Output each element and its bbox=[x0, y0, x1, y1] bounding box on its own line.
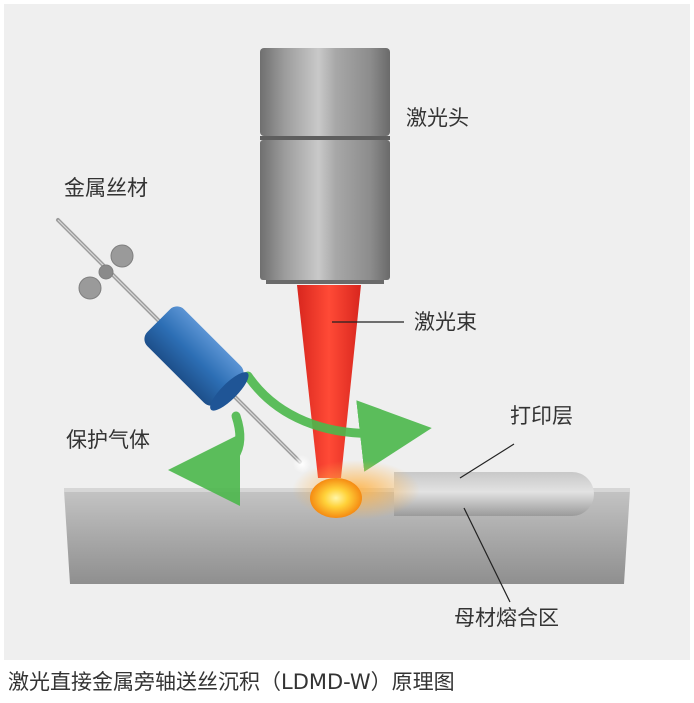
shield-gas-arrows bbox=[168, 371, 432, 506]
label-laser-head: 激光头 bbox=[406, 106, 469, 130]
diagram-canvas bbox=[56, 48, 630, 603]
leader-melt-zone bbox=[463, 507, 511, 603]
wire-feed-rollers bbox=[78, 244, 134, 300]
label-melt-zone: 母材熔合区 bbox=[454, 606, 559, 630]
laser-head bbox=[260, 48, 390, 284]
label-shield-gas: 保护气体 bbox=[66, 428, 150, 452]
diagram-figure: 激光头 金属丝材 激光束 保护气体 打印层 母材熔合区 bbox=[4, 4, 690, 660]
figure-caption: 激光直接金属旁轴送丝沉积（LDMD-W）原理图 bbox=[8, 670, 455, 694]
spark bbox=[293, 455, 311, 473]
print-layer-track bbox=[394, 472, 594, 516]
melt-pool bbox=[310, 478, 362, 518]
label-print-layer: 打印层 bbox=[510, 404, 573, 428]
laser-beam bbox=[297, 285, 361, 478]
leader-print-layer bbox=[459, 443, 515, 479]
gas-arrow-right bbox=[243, 371, 432, 472]
wire-feeder-nozzle bbox=[144, 306, 249, 411]
label-laser-beam: 激光束 bbox=[414, 310, 477, 334]
label-metal-wire: 金属丝材 bbox=[64, 176, 148, 200]
gas-arrow-left bbox=[168, 411, 245, 506]
